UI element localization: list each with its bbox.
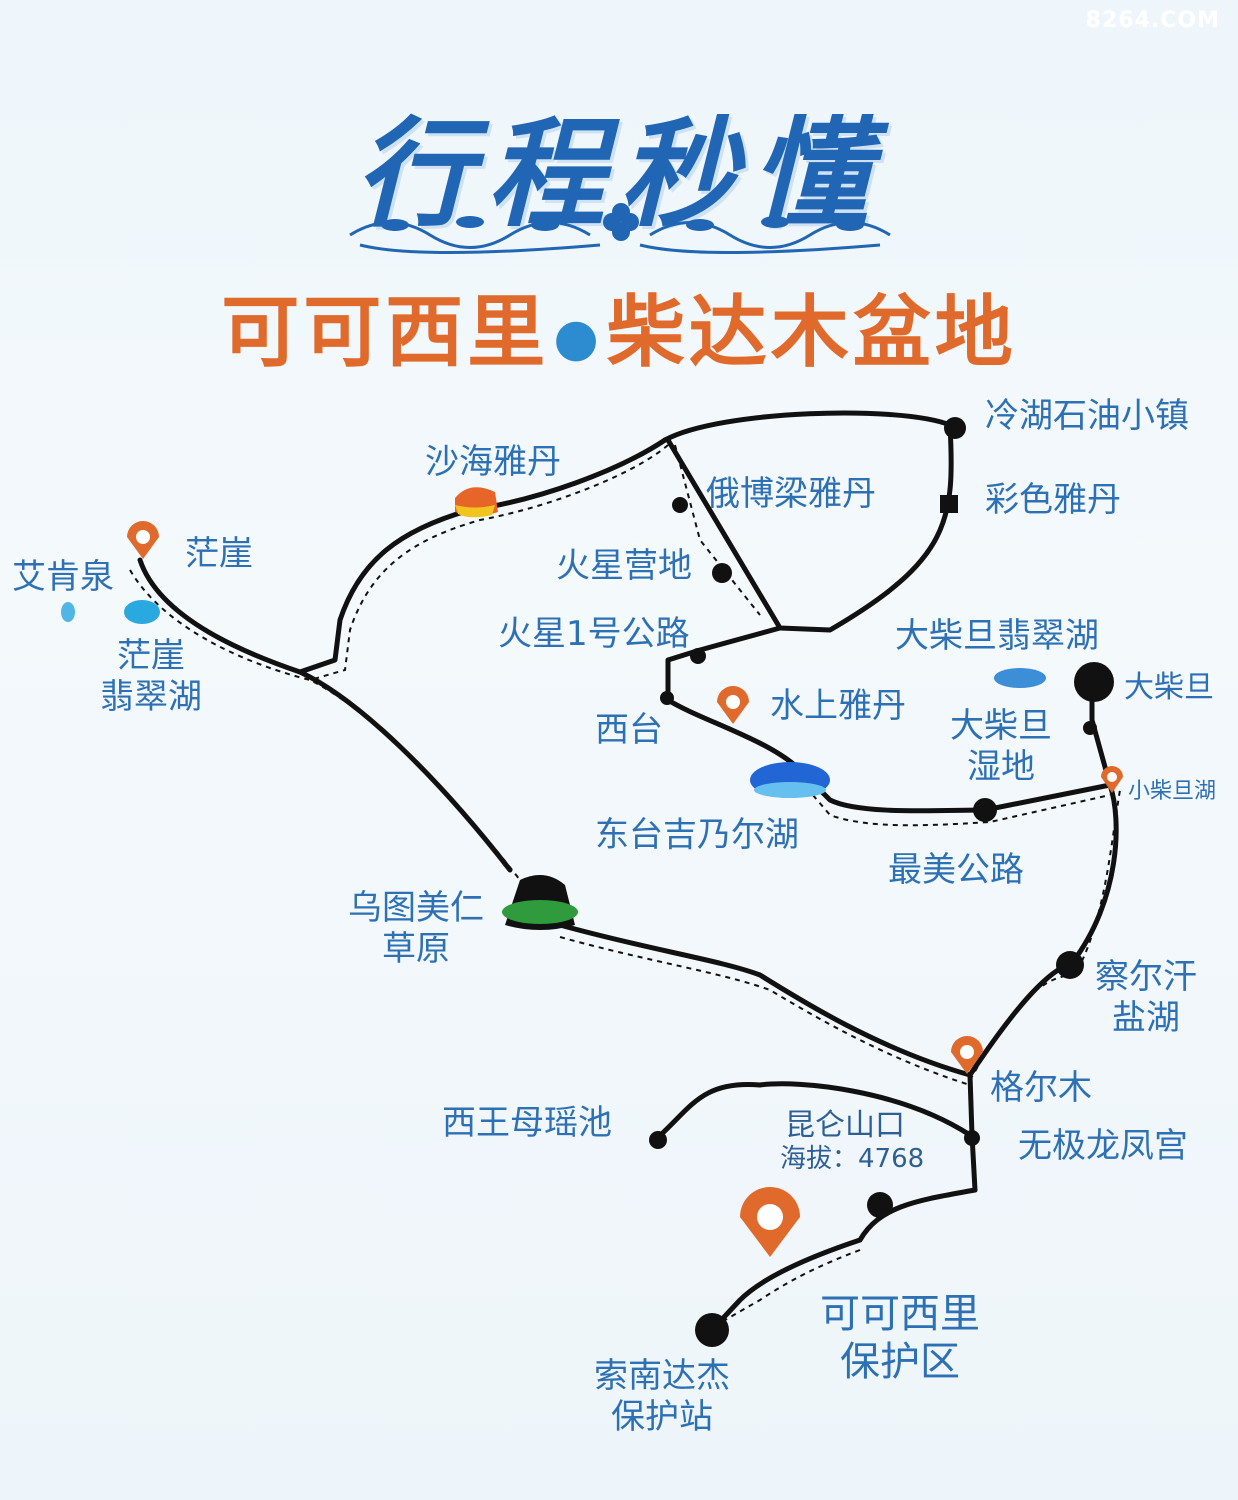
watermark: 8264.COM bbox=[1085, 8, 1220, 33]
label-best-road: 最美公路 bbox=[888, 850, 1024, 890]
label-aiken: 艾肯泉 bbox=[12, 557, 114, 597]
label-huoxing-camp: 火星营地 bbox=[556, 546, 692, 586]
label-kunlun: 昆仑山口 bbox=[785, 1108, 905, 1143]
subtitle-right: 柴达木盆地 bbox=[606, 288, 1017, 378]
label-shahai: 沙海雅丹 bbox=[425, 442, 561, 482]
label-dachaidan-lake: 大柴旦翡翠湖 bbox=[895, 616, 1099, 656]
location-pin-icon bbox=[740, 1187, 800, 1257]
station-dot-icon bbox=[964, 1130, 980, 1146]
station-dot-icon bbox=[940, 495, 958, 513]
lake-icon bbox=[754, 782, 826, 798]
lake-icon bbox=[994, 668, 1046, 688]
label-xiaochaidan: 小柴旦湖 bbox=[1128, 779, 1217, 804]
station-dot-icon bbox=[660, 691, 674, 705]
subtitle-left: 可可西里 bbox=[221, 288, 550, 378]
label-xitai: 西台 bbox=[595, 710, 663, 750]
station-dot-icon bbox=[944, 417, 966, 439]
label-qarhan: 察尔汗 盐湖 bbox=[1095, 957, 1197, 1038]
station-dot-icon bbox=[649, 1131, 667, 1149]
label-dachaidan-wetland: 大柴旦 湿地 bbox=[950, 706, 1052, 787]
label-mangya: 茫崖 bbox=[185, 534, 253, 574]
location-pin-icon bbox=[951, 1036, 983, 1074]
station-dot-icon bbox=[867, 1192, 893, 1218]
station-dot-icon bbox=[973, 798, 997, 822]
grassland-icon bbox=[502, 900, 578, 924]
station-dot-icon bbox=[1083, 721, 1097, 735]
label-mangya-lake: 茫崖 翡翠湖 bbox=[100, 636, 202, 717]
location-pin-icon: ● bbox=[553, 307, 603, 368]
yardang-icon bbox=[455, 505, 495, 518]
station-dot-icon bbox=[672, 497, 688, 513]
label-dongtai: 东台吉乃尔湖 bbox=[595, 815, 799, 855]
label-kunlun-altitude: 海拔：4768 bbox=[780, 1144, 925, 1174]
lake-icon bbox=[61, 602, 75, 622]
lake-icon bbox=[124, 600, 160, 624]
label-wutu: 乌图美仁 草原 bbox=[348, 888, 484, 969]
label-lenghu: 冷湖石油小镇 bbox=[985, 396, 1189, 436]
station-dot-icon bbox=[712, 563, 732, 583]
station-dot-icon bbox=[695, 1313, 729, 1347]
location-pin-icon bbox=[717, 686, 749, 724]
subtitle: 可可西里●柴达木盆地 bbox=[0, 270, 1238, 382]
label-xiwangmu: 西王母瑶池 bbox=[442, 1103, 612, 1143]
map-features bbox=[61, 487, 1046, 930]
label-suonan: 索南达杰 保护站 bbox=[594, 1356, 730, 1437]
location-pins bbox=[127, 521, 1123, 1257]
label-dachaidan: 大柴旦 bbox=[1124, 670, 1214, 705]
label-hoh-xil: 可可西里 保护区 bbox=[820, 1291, 980, 1385]
label-wuji: 无极龙凤宫 bbox=[1018, 1126, 1188, 1166]
station-dot-icon bbox=[1056, 951, 1084, 979]
location-pin-icon bbox=[127, 521, 159, 559]
station-dots bbox=[649, 417, 1114, 1347]
label-caise: 彩色雅丹 bbox=[985, 480, 1121, 520]
label-golmud: 格尔木 bbox=[990, 1068, 1092, 1108]
station-dot-icon bbox=[690, 648, 706, 664]
label-ebol: 俄博梁雅丹 bbox=[706, 474, 876, 514]
location-pin-icon bbox=[1101, 766, 1123, 793]
label-shuishang: 水上雅丹 bbox=[770, 686, 906, 726]
station-dot-icon bbox=[1074, 662, 1114, 702]
label-huoxing-road: 火星1号公路 bbox=[498, 614, 690, 654]
